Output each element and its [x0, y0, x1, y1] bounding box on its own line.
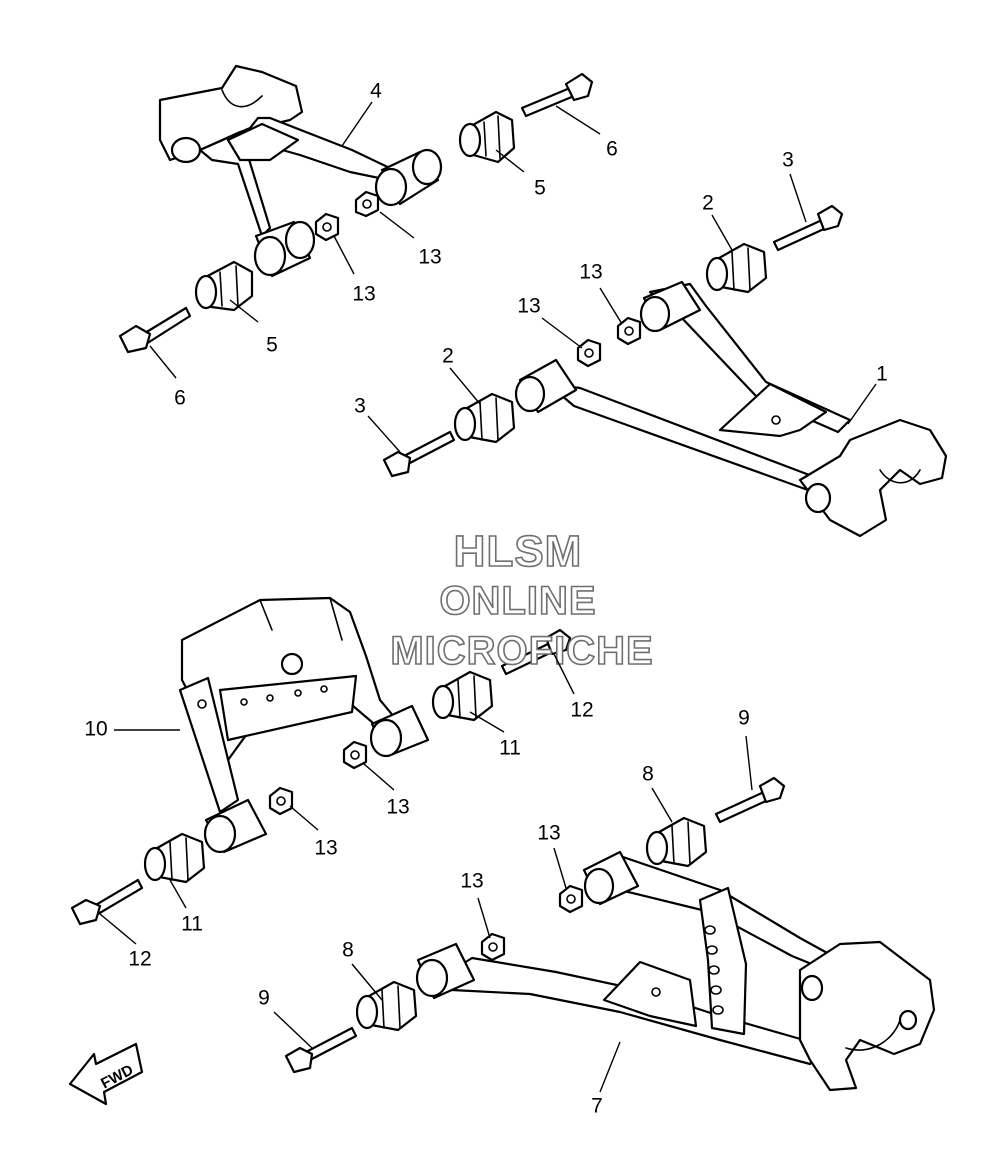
callout-13: 13	[537, 822, 560, 845]
callout-13: 13	[579, 261, 602, 284]
part-5-bushing	[458, 110, 516, 164]
part-3-bolt	[382, 430, 456, 478]
callout-4: 4	[370, 80, 382, 103]
part-11-bushing	[431, 670, 494, 722]
callout-1: 1	[876, 363, 888, 386]
part-10-upper-arm	[178, 596, 430, 854]
part-9-bolt	[284, 1026, 358, 1074]
callout-8: 8	[342, 939, 354, 962]
callout-13: 13	[386, 796, 409, 819]
part-13-nut	[342, 740, 368, 770]
callout-5: 5	[534, 177, 546, 200]
part-13-nut	[268, 786, 294, 816]
bushing-sleeve	[374, 148, 443, 207]
part-13-nut	[314, 212, 340, 242]
bushing-sleeve	[582, 850, 640, 906]
callout-13: 13	[517, 295, 540, 318]
forward-direction-arrow: FWD	[68, 1042, 144, 1106]
part-11-bushing	[143, 832, 206, 884]
leader-lines	[99, 101, 877, 1093]
part-13-nut	[576, 338, 602, 368]
callout-12: 12	[570, 699, 593, 722]
callout-5: 5	[266, 334, 278, 357]
watermark-line-1: HLSM	[454, 527, 583, 576]
callout-13: 13	[460, 870, 483, 893]
bushing-sleeve	[639, 280, 702, 333]
callout-11: 11	[181, 913, 203, 936]
callout-2: 2	[702, 192, 714, 215]
callout-10: 10	[84, 718, 107, 741]
part-4-upper-arm	[158, 64, 443, 278]
part-13-nut	[558, 884, 584, 914]
part-9-bolt	[714, 776, 786, 824]
part-6-bolt	[520, 72, 594, 118]
part-12-bolt	[500, 628, 572, 676]
callout-9: 9	[738, 707, 750, 730]
callout-7: 7	[591, 1095, 603, 1118]
callout-2: 2	[442, 345, 454, 368]
callout-13: 13	[352, 283, 375, 306]
part-8-bushing	[645, 816, 708, 868]
bushing-sleeve	[415, 942, 476, 1000]
part-3-bolt	[772, 204, 844, 252]
callout-11: 11	[499, 737, 521, 760]
watermark-line-2: ONLINE	[439, 579, 596, 623]
part-2-bushing	[705, 242, 768, 294]
part-12-bolt	[70, 878, 144, 926]
bushing-sleeve	[253, 220, 316, 278]
callout-3: 3	[354, 395, 366, 418]
bushing-sleeve	[203, 798, 268, 854]
callout-9: 9	[258, 987, 270, 1010]
bushing-sleeve	[514, 358, 578, 414]
callout-6: 6	[606, 138, 618, 161]
callout-numbers: 1 2 2 3 3 4 5 5 6 6 7 8 8 9 9 10 11 11 1…	[84, 80, 888, 1118]
part-6-bolt	[118, 306, 192, 354]
callout-3: 3	[782, 149, 794, 172]
part-1-lower-arm	[514, 280, 948, 538]
callout-8: 8	[642, 763, 654, 786]
part-13-nut	[354, 190, 380, 218]
callout-6: 6	[174, 387, 186, 410]
watermark: HLSM ONLINE MICROFICHE	[390, 526, 654, 674]
callout-13: 13	[418, 246, 441, 269]
part-5-bushing	[194, 260, 254, 312]
bushing-sleeve	[369, 704, 430, 758]
part-2-bushing	[453, 392, 516, 444]
callout-12: 12	[128, 948, 151, 971]
part-7-lower-arm	[415, 850, 936, 1092]
callout-13: 13	[314, 837, 337, 860]
watermark-line-3: MICROFICHE	[390, 629, 653, 673]
part-8-bushing	[355, 980, 418, 1032]
part-13-nut	[616, 316, 642, 346]
part-13-nut	[480, 932, 506, 962]
